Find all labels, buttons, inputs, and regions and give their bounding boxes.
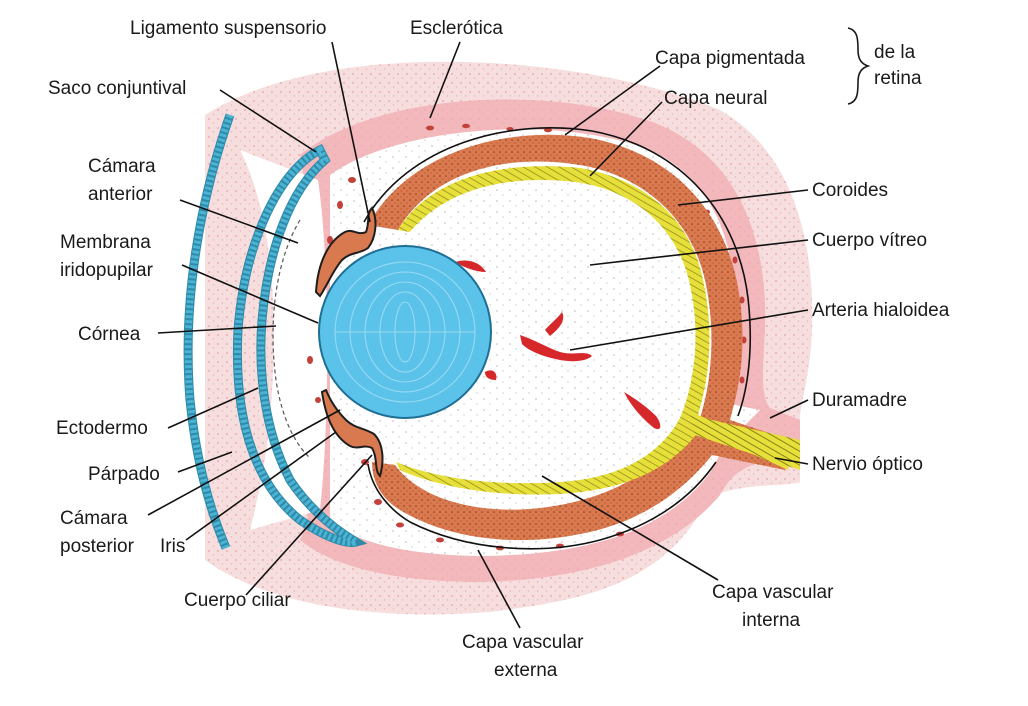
optic-fiber-layer bbox=[396, 166, 790, 495]
label-capa-vascular-interna-2: interna bbox=[742, 610, 801, 631]
leader-lines bbox=[147, 41, 809, 629]
label-retina: retina bbox=[874, 68, 922, 89]
retina-brace bbox=[847, 27, 871, 105]
optic-nerve bbox=[690, 415, 800, 470]
label-cornea: Córnea bbox=[78, 324, 141, 345]
label-de-la: de la bbox=[874, 42, 916, 63]
anterior-space bbox=[240, 150, 328, 530]
label-coroides: Coroides bbox=[812, 180, 888, 201]
label-duramadre: Duramadre bbox=[812, 390, 907, 411]
label-camara-anterior-1: Cámara bbox=[88, 156, 156, 177]
label-nervio-optico: Nervio óptico bbox=[812, 454, 923, 475]
label-membrana-2: iridopupilar bbox=[60, 260, 154, 281]
label-camara-posterior-1: Cámara bbox=[60, 508, 128, 529]
cornea bbox=[272, 219, 311, 459]
label-capa-vascular-externa-1: Capa vascular bbox=[462, 632, 584, 653]
label-cuerpo-vitreo: Cuerpo vítreo bbox=[812, 230, 927, 251]
label-saco-conjuntival: Saco conjuntival bbox=[48, 78, 186, 99]
label-ligamento-suspensorio: Ligamento suspensorio bbox=[130, 18, 326, 39]
label-camara-anterior-2: anterior bbox=[88, 184, 153, 205]
label-cuerpo-ciliar: Cuerpo ciliar bbox=[184, 590, 291, 611]
label-capa-vascular-externa-2: externa bbox=[494, 660, 558, 681]
label-capa-neural: Capa neural bbox=[664, 88, 768, 109]
label-capa-pigmentada: Capa pigmentada bbox=[655, 48, 805, 69]
label-esclerotica: Esclerótica bbox=[410, 18, 503, 39]
label-parpado: Párpado bbox=[88, 464, 160, 485]
labels: Ligamento suspensorio Esclerótica Capa p… bbox=[48, 18, 950, 681]
label-capa-vascular-interna-1: Capa vascular bbox=[712, 582, 834, 603]
label-arteria-hialoidea: Arteria hialoidea bbox=[812, 300, 950, 321]
vitreous-body bbox=[382, 181, 693, 480]
lens bbox=[318, 245, 492, 419]
label-membrana-1: Membrana bbox=[60, 232, 151, 253]
label-iris: Iris bbox=[160, 536, 185, 557]
label-ectodermo: Ectodermo bbox=[56, 418, 148, 439]
label-camara-posterior-2: posterior bbox=[60, 536, 135, 557]
hyaloid-artery bbox=[455, 260, 661, 430]
